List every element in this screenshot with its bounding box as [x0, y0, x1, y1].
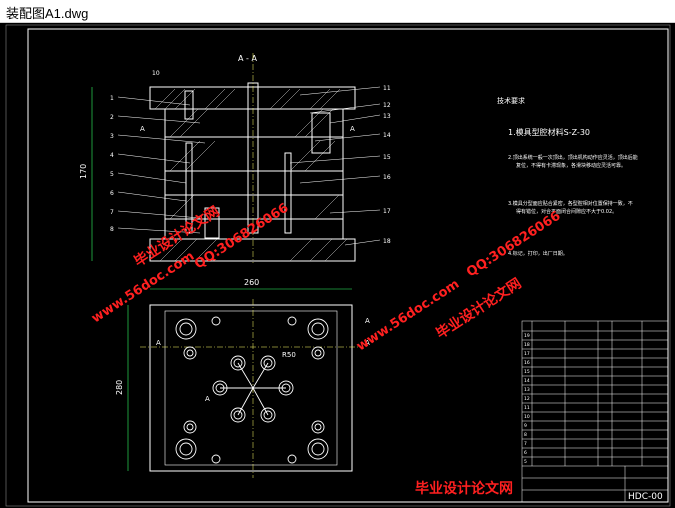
bom-row: 5	[524, 459, 527, 465]
note-2b: 复位，不得有卡滞现象，各滑块移动应灵活可靠。	[516, 162, 626, 169]
cad-drawing: A - A 170	[5, 24, 671, 507]
bom-row: 11	[524, 405, 530, 411]
part-7: 7	[110, 209, 114, 216]
bom-row: 10	[524, 414, 530, 420]
part-17: 17	[383, 208, 391, 215]
part-3: 3	[110, 133, 114, 140]
bom-row: 18	[524, 342, 530, 348]
dim-height-main: 170	[79, 164, 88, 179]
watermark-site-2: www.56doc.com	[354, 277, 462, 355]
bom-row: 9	[524, 423, 527, 429]
bom-row: 7	[524, 441, 527, 447]
dim-radius: R50	[282, 351, 296, 359]
part-8: 8	[110, 226, 114, 233]
watermark-qq-2: QQ:306826066	[464, 209, 563, 281]
bom-row: 12	[524, 396, 530, 402]
part-4: 4	[110, 152, 114, 159]
note-3a: 3.模具分型面应贴合紧密，各型腔相对位置保持一致，不	[508, 200, 633, 207]
bom-row: 13	[524, 387, 530, 393]
notes-heading: 技术要求	[497, 96, 525, 105]
outer-frame	[5, 24, 671, 507]
bom-row: 6	[524, 450, 527, 456]
part-6: 6	[110, 190, 114, 197]
note-1: 1.模具型腔材料S-Z-30	[508, 127, 590, 137]
part-16: 16	[383, 174, 391, 181]
part-18: 18	[383, 238, 391, 245]
section-label: A - A	[238, 54, 257, 63]
note-2a: 2.顶出系统一般一次顶出，顶出机构动作应灵活，顶出后能	[508, 154, 638, 161]
part-2: 2	[110, 114, 114, 121]
bom-row: 14	[524, 378, 530, 384]
watermark-brand-3: 毕业设计论文网	[415, 480, 513, 497]
section-mark-4: A	[365, 317, 370, 325]
bom-row: 15	[524, 369, 530, 375]
plan-view: 260 280 R50 A A	[115, 278, 370, 478]
section-mark-5: A	[205, 395, 210, 403]
dim-width-plan: 260	[244, 278, 259, 287]
part-11: 11	[383, 85, 391, 92]
title-bar: 装配图A1.dwg	[0, 0, 675, 23]
part-13: 13	[383, 113, 391, 120]
technical-notes: 技术要求 1.模具型腔材料S-Z-30 2.顶出系统一般一次顶出，顶出机构动作应…	[497, 96, 638, 257]
part-14: 14	[383, 132, 391, 139]
bom-row: 16	[524, 360, 530, 366]
title-block-rows: 19 18 17 16 15 14 13 12 11 10 9 8 7 6 5	[524, 333, 530, 465]
dim-height-plan: 280	[115, 380, 124, 395]
part-5: 5	[110, 171, 114, 178]
section-mark-6: A	[365, 339, 370, 347]
note-3b: 得有错位，对合平面闭合间隙应不大于0.02。	[516, 208, 617, 215]
section-mark-3: A	[156, 339, 161, 347]
drawing-border	[27, 28, 669, 503]
bom-row: 17	[524, 351, 530, 357]
section-mark-2: A	[350, 125, 355, 133]
drawing-number: HDC-00	[628, 492, 663, 502]
part-1: 1	[110, 95, 114, 102]
window-title: 装配图A1.dwg	[6, 6, 89, 21]
part-10: 10	[152, 70, 160, 77]
section-mark-1: A	[140, 125, 145, 133]
cad-drawing-canvas[interactable]: A - A 170	[0, 23, 675, 508]
note-4: 4.标记，打印，出厂日期。	[508, 250, 568, 257]
part-15: 15	[383, 154, 391, 161]
part-12: 12	[383, 102, 391, 109]
section-view: A - A 170	[79, 53, 391, 263]
bom-row: 8	[524, 432, 527, 438]
title-block	[521, 320, 669, 503]
bom-row: 19	[524, 333, 530, 339]
